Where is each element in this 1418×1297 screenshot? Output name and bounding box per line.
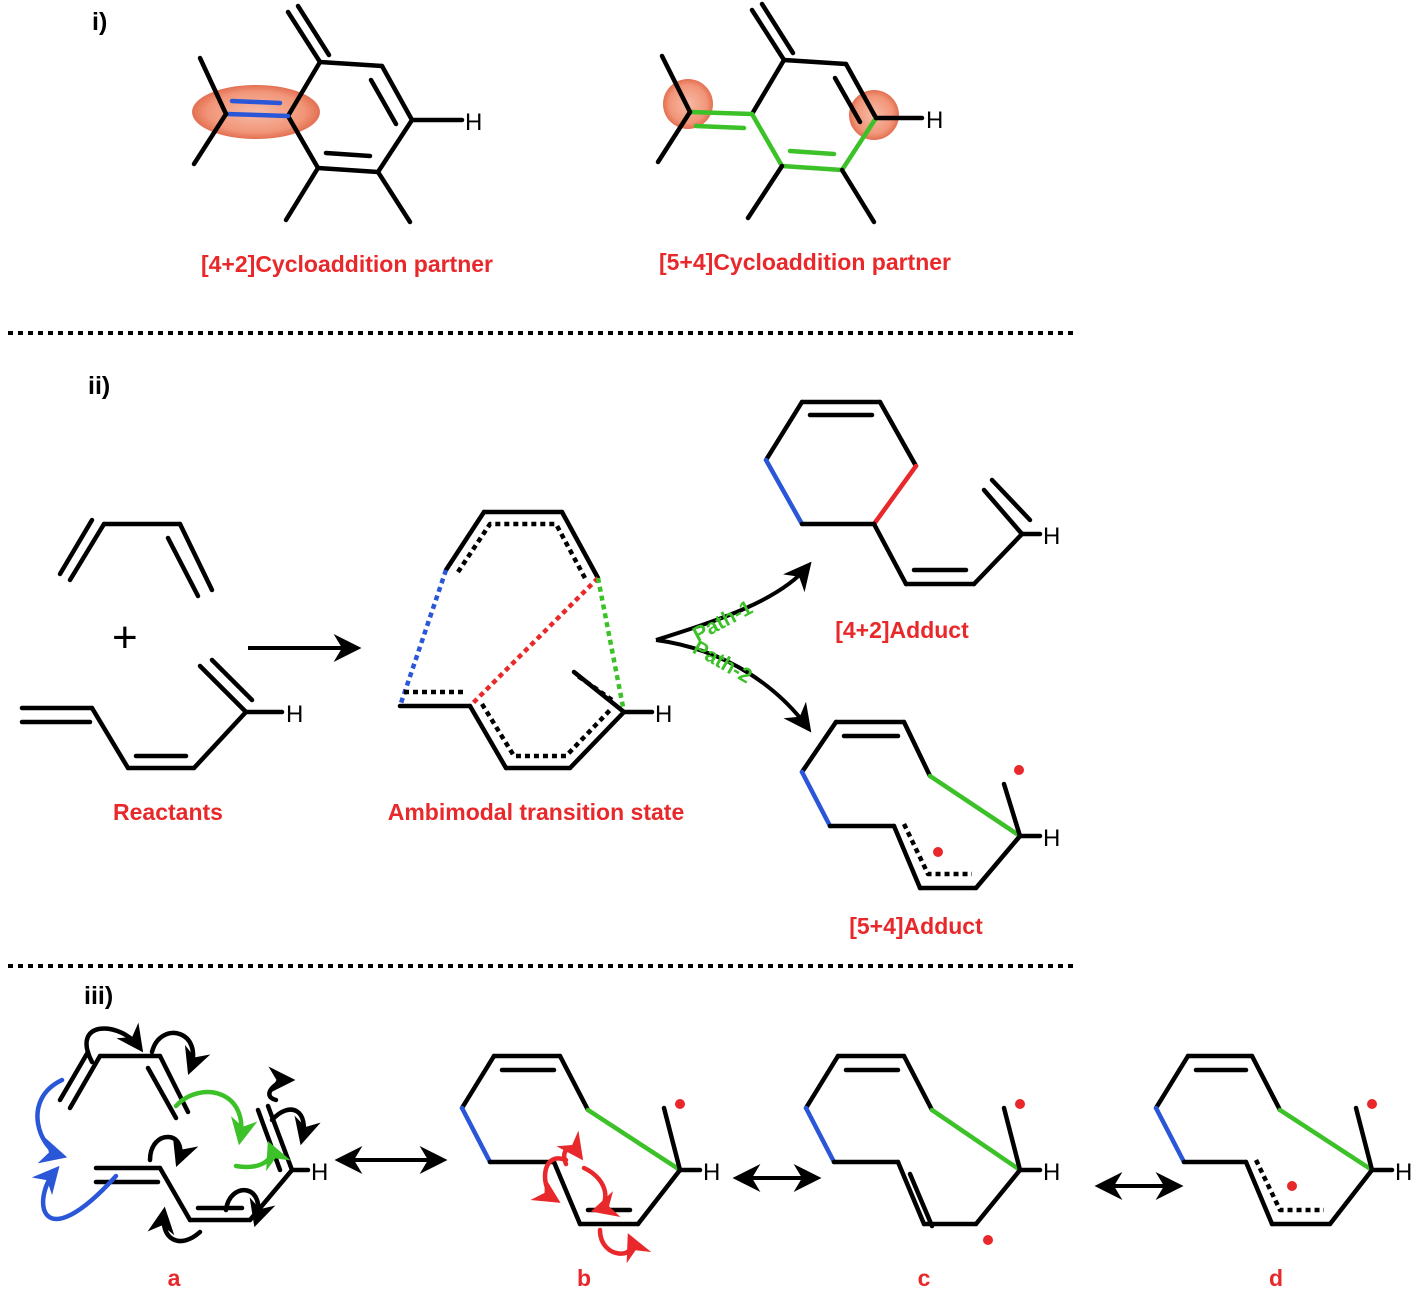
structure-42-partner: H [191, 3, 482, 225]
resonance-structure-b: H [459, 1053, 720, 1264]
reactant-butadiene [57, 517, 215, 599]
caption-54-partner: [5+4]Cycloaddition partner [659, 249, 951, 275]
hydrogen-label: H [1043, 1159, 1060, 1186]
path-2-label: Path-2 [689, 636, 756, 688]
radical-dot [1287, 1181, 1297, 1191]
radical-dot [1014, 765, 1024, 775]
adduct-42-structure: H [763, 399, 1060, 587]
hydrogen-label: H [1043, 523, 1060, 550]
resonance-structure-a: H [31, 1022, 328, 1244]
caption-reactants: Reactants [113, 799, 223, 825]
radical-dot [983, 1235, 993, 1245]
radical-dot [933, 847, 943, 857]
hydrogen-label: H [926, 107, 943, 134]
section-label-i: i) [92, 8, 107, 36]
section-label-ii: ii) [88, 372, 110, 400]
hydrogen-label: H [311, 1159, 328, 1186]
caption-42-partner: [4+2]Cycloaddition partner [201, 251, 493, 277]
plus-sign: + [112, 613, 138, 662]
radical-dot [1015, 1099, 1025, 1109]
transition-state-structure: H [397, 509, 672, 771]
radical-dot [675, 1099, 685, 1109]
caption-42-adduct: [4+2]Adduct [835, 617, 969, 643]
hydrogen-label: H [655, 701, 672, 728]
caption-b: b [577, 1265, 591, 1291]
hydrogen-label: H [465, 109, 482, 136]
hydrogen-label: H [703, 1159, 720, 1186]
caption-54-adduct: [5+4]Adduct [849, 913, 983, 939]
hydrogen-label: H [1395, 1159, 1412, 1186]
reactant-triene: H [19, 657, 303, 771]
section-label-iii: iii) [84, 982, 113, 1010]
caption-transition-state: Ambimodal transition state [388, 799, 684, 825]
adduct-54-structure: H [799, 719, 1060, 891]
caption-a: a [168, 1265, 181, 1291]
path-2-arrow [655, 638, 812, 733]
structure-54-partner: H [655, 1, 943, 225]
path-1-arrow [655, 561, 812, 642]
hydrogen-label: H [286, 701, 303, 728]
highlight-ellipse [192, 85, 320, 139]
caption-c: c [918, 1265, 931, 1291]
caption-d: d [1269, 1265, 1283, 1291]
resonance-structure-c: H [803, 1053, 1060, 1245]
hydrogen-label: H [1043, 825, 1060, 852]
resonance-structure-d: H [1153, 1053, 1412, 1227]
radical-dot [1367, 1099, 1377, 1109]
